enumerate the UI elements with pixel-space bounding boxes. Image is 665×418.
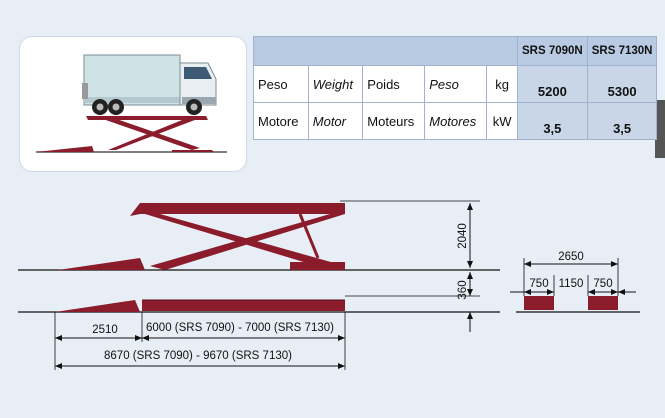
length-dimensions: 2510 6000 (SRS 7090) - 7000 (SRS 7130) 8… [54,312,346,370]
lift-illustration-card [20,37,246,171]
dim-track-left: 750 [529,278,548,290]
spec-table-header: SRS 7090N SRS 7130N [253,36,658,66]
spec-row-motor: Motore Motor Moteurs Motores kW 3,5 3,5 [253,102,658,140]
unit-cell: kg [486,65,518,103]
value-cell: 5200 [517,65,588,103]
label-it: Motore [253,102,309,140]
model-header: SRS 7130N [586,36,658,66]
label-fr: Moteurs [362,102,426,140]
label-es: Motores [424,102,488,140]
height-dimensions: 2040 360 [457,203,473,332]
label-es: Peso [424,65,488,103]
front-view-drawing: 2650 750 1150 750 [510,251,640,313]
dim-ramp-length: 2510 [92,324,118,336]
dim-track-width: 2650 [558,251,584,263]
dim-track-gap: 1150 [559,278,584,290]
lowered-lift-drawing [18,295,500,313]
label-it: Peso [253,65,309,103]
unit-cell: kW [486,102,518,140]
dim-height-lowered: 360 [457,280,469,299]
value-cell: 5300 [586,65,658,103]
label-fr: Poids [362,65,426,103]
header-blank-cell [253,36,518,66]
dim-total-length: 8670 (SRS 7090) - 9670 (SRS 7130) [104,350,292,362]
truck-on-lift-illustration [36,54,227,153]
model-header: SRS 7090N [517,36,588,66]
spec-row-weight: Peso Weight Poids Peso kg 5200 5300 [253,65,658,103]
value-cell: 3,5 [517,102,588,140]
dim-height-raised: 2040 [457,223,469,249]
label-en: Motor [307,102,364,140]
spec-table: SRS 7090N SRS 7130N Peso Weight Poids Pe… [253,36,658,140]
dim-platform-length: 6000 (SRS 7090) - 7000 (SRS 7130) [146,322,334,334]
edge-tab [655,100,665,158]
raised-lift-drawing [18,200,500,271]
dim-track-right: 750 [593,278,612,290]
value-cell: 3,5 [586,102,658,140]
